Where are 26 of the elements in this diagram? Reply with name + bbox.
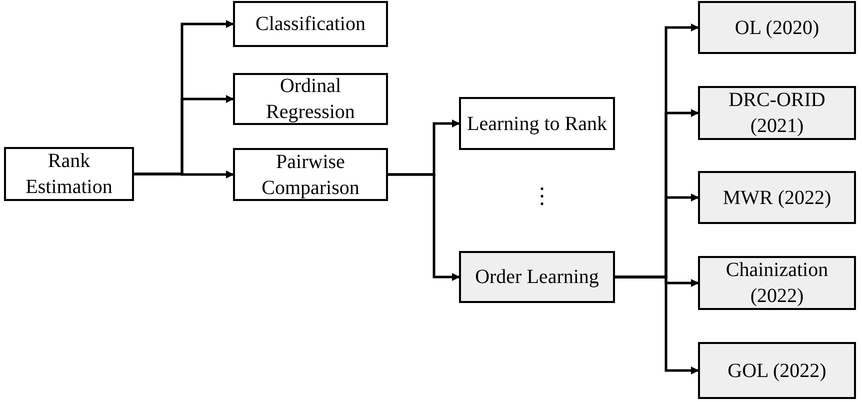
process-box xyxy=(698,86,856,140)
process-box xyxy=(459,251,615,303)
process-box xyxy=(698,256,856,310)
process-box xyxy=(233,1,388,47)
box-label: Learning to Rank xyxy=(467,112,607,136)
box-label: GOL (2022) xyxy=(728,358,826,384)
process-box xyxy=(4,147,134,201)
box-label: Pairwise Comparison xyxy=(260,150,360,200)
box-label: OL (2020) xyxy=(734,16,820,40)
box-label: MWR (2022) xyxy=(722,186,832,210)
box-label: Ordinal Regression xyxy=(265,74,356,125)
connector-arrow xyxy=(388,173,460,281)
box-label: DRC-ORID (2021) xyxy=(728,88,826,139)
process-box xyxy=(233,73,388,125)
process-box xyxy=(698,1,856,54)
process-box xyxy=(233,148,388,201)
box-label: Classification xyxy=(256,12,366,37)
ellipsis-label: ⋮ xyxy=(531,184,553,208)
box-label: Rank Estimation xyxy=(24,149,114,200)
box-label: Order Learning xyxy=(475,265,599,290)
process-box xyxy=(698,342,856,399)
connector-arrow xyxy=(615,276,699,374)
process-box xyxy=(459,97,615,150)
box-label: Chainization (2022) xyxy=(724,258,830,309)
process-box xyxy=(698,171,856,224)
connector-arrow xyxy=(134,170,234,178)
